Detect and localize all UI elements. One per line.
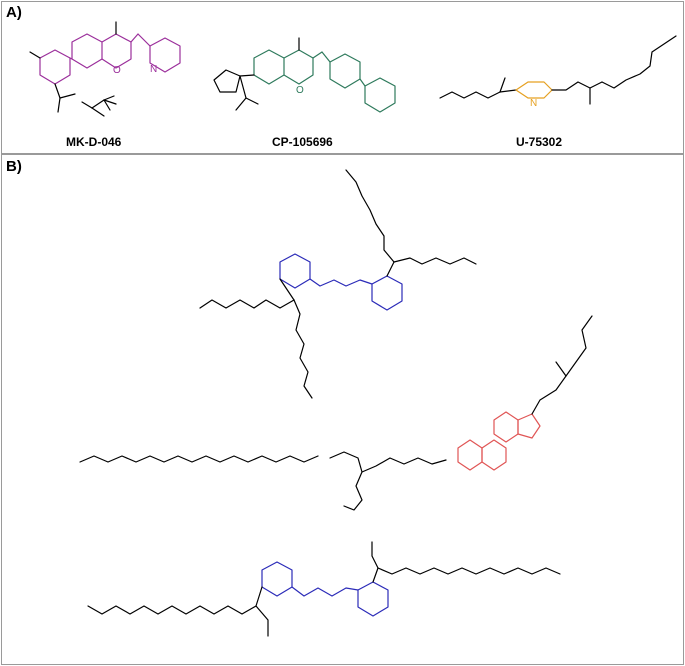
cp-105696-black-bonds — [213, 37, 300, 111]
mk-n-label: N — [75, 92, 82, 103]
c3-ho-label: HO — [356, 536, 371, 547]
c2-o1-label: O — [320, 454, 328, 465]
u-ho-label: HO — [424, 94, 439, 105]
c2-o2-label: O — [368, 456, 376, 467]
compound-1-label: 1 — [366, 341, 373, 355]
mk-d-046-label: MK-D-046 — [66, 135, 122, 149]
compound-3-label: 3 — [370, 629, 377, 643]
cp-oh-label: OH — [294, 27, 309, 38]
mk-f-label: F — [18, 48, 24, 59]
u-75302-label: U-75302 — [516, 135, 562, 149]
u-oh2-label: OH — [584, 106, 599, 117]
mk-d-046-black-bonds — [29, 21, 117, 117]
panel-b-label: B) — [6, 158, 22, 175]
cp-pyran-o-label: O — [296, 85, 304, 96]
cp-105696-label: CP-105696 — [272, 135, 333, 149]
mk-s-label: S — [88, 103, 95, 114]
cp-o-label: O — [230, 110, 238, 121]
compound-3-structure — [87, 541, 561, 637]
mk-oh-label: OH — [112, 12, 127, 23]
compound-1-structure — [199, 169, 477, 399]
u-pyridine-n-label: N — [530, 98, 537, 109]
panel-a — [1, 1, 684, 154]
u-oh-label: OH — [500, 68, 515, 79]
panel-b — [1, 154, 684, 665]
panel-a-label: A) — [6, 4, 22, 21]
compound-2-label: 2 — [276, 485, 283, 499]
cp-cooh-label: OH — [258, 100, 273, 111]
cp-105696-structure — [253, 49, 396, 113]
mk-o-label: O — [54, 114, 62, 125]
c3-oh-label: OH — [262, 638, 277, 649]
u-75302-structure — [439, 35, 677, 105]
mk-d-046-structure — [39, 33, 181, 85]
mk-pyran-o-label: O — [113, 65, 121, 76]
compound-2-structure — [79, 315, 593, 511]
mk-pyridine-n-label: N — [150, 64, 157, 75]
